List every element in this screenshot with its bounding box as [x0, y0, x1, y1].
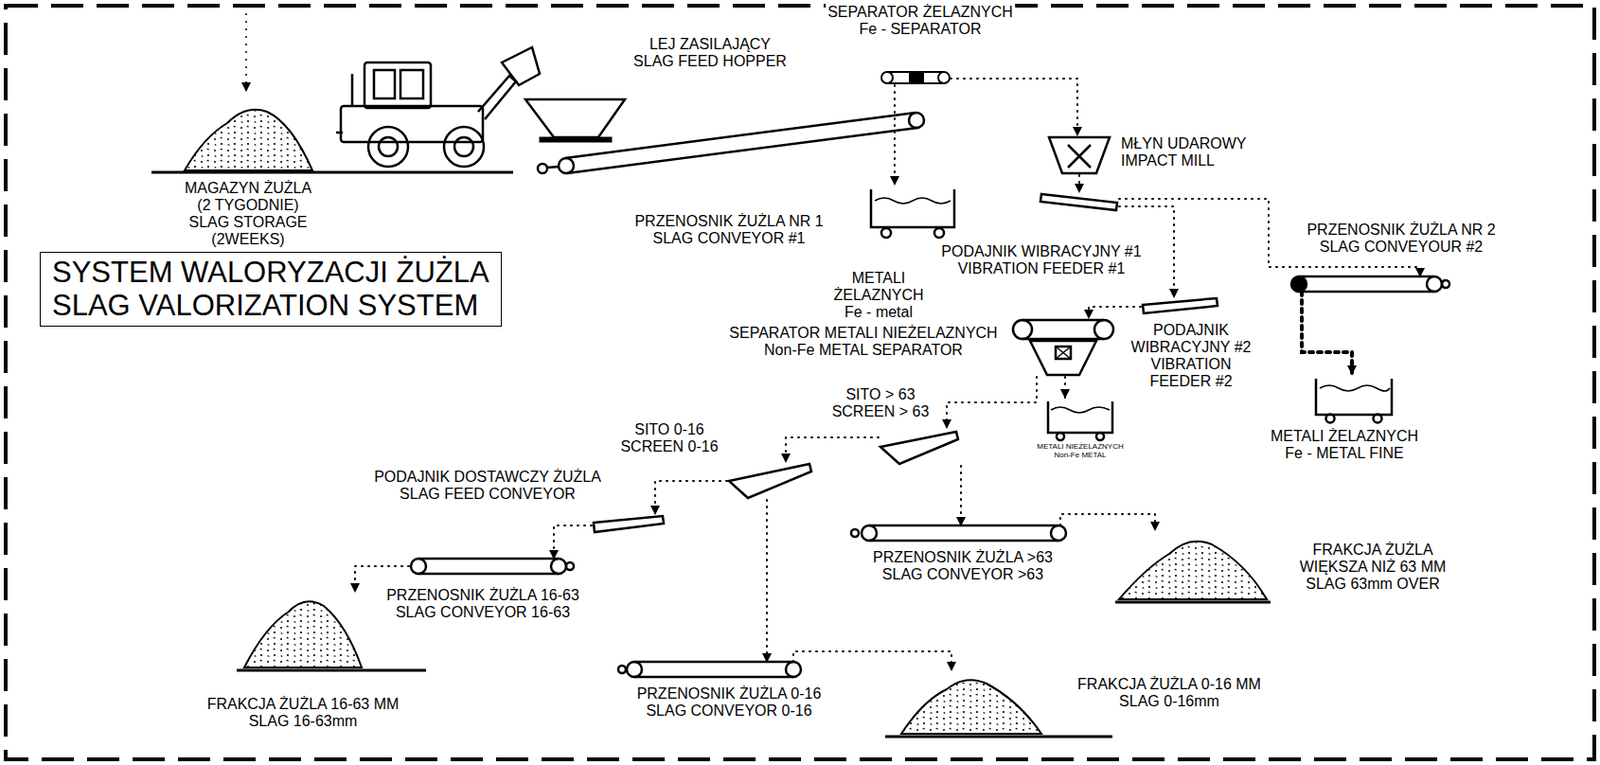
equipment-label: SEPARATOR METALI NIEŻELAZNYCH Non-Fe MET…: [727, 324, 999, 359]
flow-arrow: [1064, 376, 1067, 398]
equipment: PRZENOSNIK ŻUŻLA 16-63 SLAG CONVEYOR 16-…: [408, 558, 572, 574]
flow-arrow: [1060, 514, 1156, 531]
flow-arrow: [1088, 306, 1141, 319]
flow-arrow: [655, 480, 728, 515]
flow-arrow: [1301, 291, 1352, 374]
equipment: PRZENOSNIK ŻUŻLA >63 SLAG CONVEYOR >63: [852, 525, 1066, 541]
equipment: SEPARATOR ŻELAZNYCH Fe - SEPARATOR: [880, 70, 951, 86]
flow-arrow: [960, 465, 962, 526]
equipment: PODAJNIK WIBRACYJNY #2 VIBRATION FEEDER …: [1140, 297, 1219, 315]
equipment-label: PRZENOSNIK ŻUŻLA NR 1 SLAG CONVEYOR #1: [632, 213, 825, 248]
title-text: SYSTEM WALORYZACJI ŻUŻLA SLAG VALORIZATI…: [52, 255, 490, 322]
equipment-label: PRZENOSNIK ŻUŻLA >63 SLAG CONVEYOR >63: [871, 549, 1055, 584]
equipment-label: MŁYN UDAROWY IMPACT MILL: [1119, 135, 1248, 170]
equipment: SEPARATOR METALI NIEŻELAZNYCH Non-Fe MET…: [1011, 318, 1116, 377]
equipment: METALI ŻELAZNYCH Fe - METAL FINE: [1314, 373, 1394, 422]
equipment: LEJ ZASILAJĄCY SLAG FEED HOPPER: [525, 97, 626, 143]
flow-arrow: [946, 376, 1037, 428]
equipment: MAGAZYN ŻUŻLA (2 TYGODNIE) SLAG STORAGE …: [181, 102, 315, 173]
equipment: PRZENOSNIK ŻUŻLA NR 2 SLAG CONVEYOUR #2: [1289, 276, 1451, 292]
equipment: FRAKCJA ŻUŻLA 0-16 MM SLAG 0-16mm: [899, 670, 1044, 737]
equipment-label: FRAKCJA ŻUŻLA WIĘKSZA NIŻ 63 MM SLAG 63m…: [1297, 541, 1449, 593]
equipment-label: METALI ŻELAZNYCH Fe - METAL FINE: [1268, 427, 1421, 463]
equipment: SITO 0-16 SCREEN 0-16: [727, 462, 813, 500]
equipment: PODAJNIK WIBRACYJNY #1 VIBRATION FEEDER …: [1039, 192, 1120, 214]
equipment-label: MAGAZYN ŻUŻLA (2 TYGODNIE) SLAG STORAGE …: [182, 179, 314, 249]
flow-arrow: [893, 85, 896, 185]
equipment-label: PODAJNIK WIBRACYJNY #1 VIBRATION FEEDER …: [939, 243, 1143, 278]
equipment: PODAJNIK DOSTAWCZY ŻUŻLA SLAG FEED CONVE…: [591, 514, 666, 535]
equipment-label: PRZENOSNIK ŻUŻLA NR 2 SLAG CONVEYOUR #2: [1304, 221, 1497, 256]
flow-arrow: [765, 499, 768, 662]
flow-arrow: [1078, 175, 1081, 193]
title-box: SYSTEM WALORYZACJI ŻUŻLA SLAG VALORIZATI…: [39, 251, 502, 327]
equipment-label: METALI NIEŻELAZNYCH Non-Fe METAL: [1034, 443, 1125, 461]
equipment-label: PODAJNIK WIBRACYJNY #2 VIBRATION FEEDER …: [1129, 321, 1254, 391]
flow-arrow: [785, 437, 879, 463]
equipment-label: PRZENOSNIK ŻUŻLA 16-63 SLAG CONVEYOR 16-…: [384, 586, 582, 622]
flow-arrow: [553, 525, 592, 559]
equipment: FRAKCJA ŻUŻLA WIĘKSZA NIŻ 63 MM SLAG 63m…: [1117, 530, 1269, 603]
equipment-label: FRAKCJA ŻUŻLA 16-63 MM SLAG 16-63mm: [205, 695, 402, 730]
equipment: METALI ŻELAZNYCH Fe - metal: [869, 184, 957, 239]
equipment-label: SITO 0-16 SCREEN 0-16: [618, 421, 720, 456]
equipment-label: LEJ ZASILAJĄCY SLAG FEED HOPPER: [631, 35, 789, 71]
equipment-label: METALI ŻELAZNYCH Fe - metal: [831, 269, 925, 321]
equipment: PRZENOSNIK ŻUŻLA NR 1 SLAG CONVEYOR #1: [534, 108, 925, 178]
flow-arrow: [950, 78, 1078, 136]
equipment: FRAKCJA ŻUŻLA 16-63 MM SLAG 16-63mm: [241, 591, 365, 671]
equipment: MŁYN UDAROWY IMPACT MILL: [1047, 135, 1110, 176]
flow-arrow: [793, 651, 952, 671]
equipment-label: FRAKCJA ŻUŻLA 0-16 MM SLAG 0-16mm: [1075, 675, 1263, 711]
equipment-label: SEPARATOR ŻELAZNYCH Fe - SEPARATOR: [825, 3, 1015, 38]
equipment: SITO > 63 SCREEN > 63: [878, 427, 960, 466]
equipment: PRZENOSNIK ŻUŻLA 0-16 SLAG CONVEYOR 0-16: [620, 661, 800, 677]
equipment-label: SITO > 63 SCREEN > 63: [830, 386, 932, 421]
equipment-label: PODAJNIK DOSTAWCZY ŻUŻLA SLAG FEED CONVE…: [372, 468, 604, 503]
equipment: METALI NIEŻELAZNYCH Non-Fe METAL: [1046, 397, 1115, 440]
equipment-label: PRZENOSNIK ŻUŻLA 0-16 SLAG CONVEYOR 0-16: [635, 685, 824, 720]
